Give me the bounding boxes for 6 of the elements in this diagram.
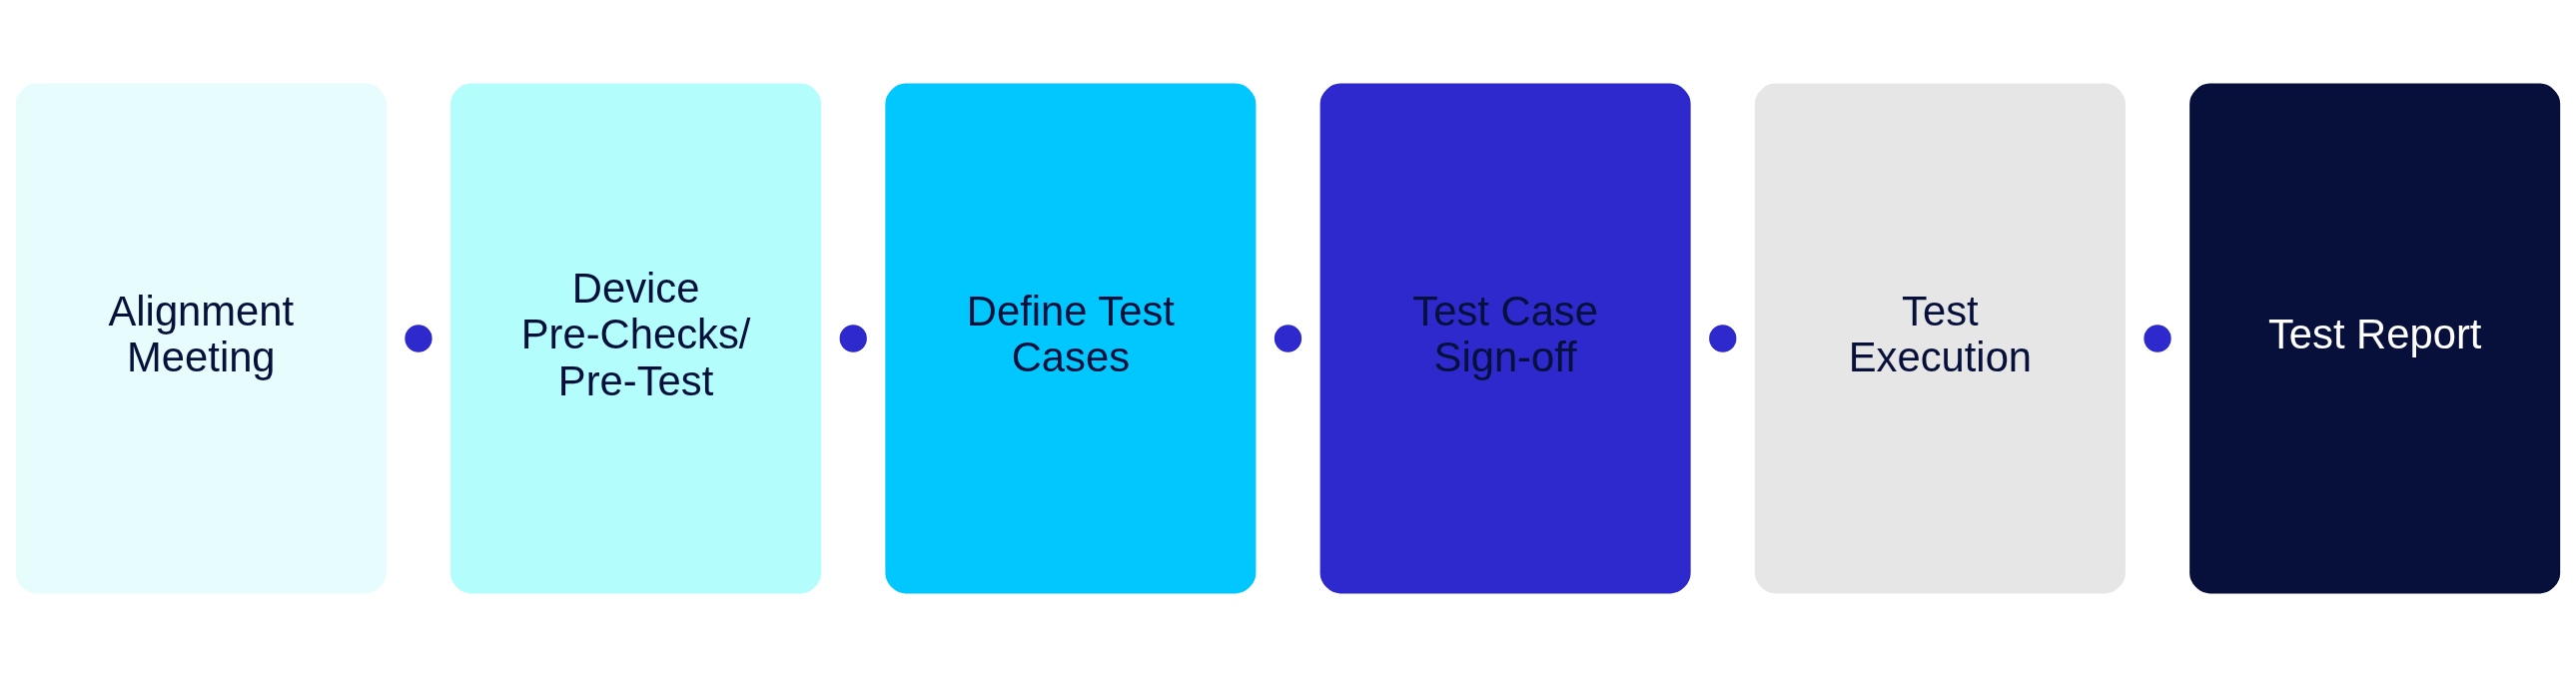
node-box: Test Case Sign-off (1319, 83, 1691, 594)
node-box: Test Report (2189, 83, 2561, 594)
node-box: Device Pre-Checks/ Pre-Test (450, 83, 822, 594)
node-box: Define Test Cases (885, 83, 1257, 594)
node-box: Test Execution (1754, 83, 2126, 594)
node-box: Alignment Meeting (15, 83, 387, 594)
